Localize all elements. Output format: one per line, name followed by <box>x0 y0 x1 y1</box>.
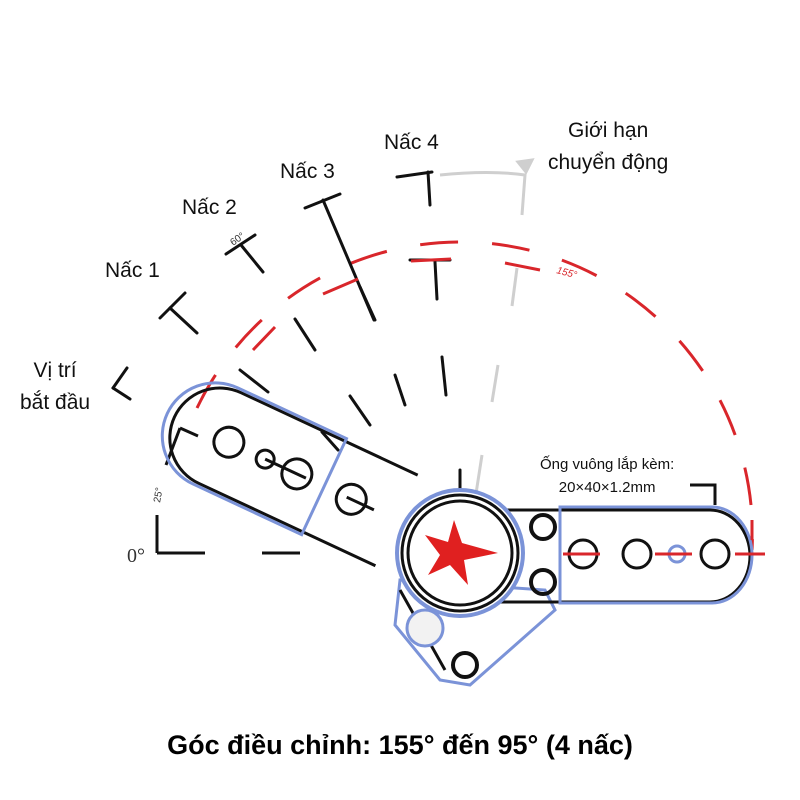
motion-limit-label: Giới hạn chuyển động <box>548 115 668 178</box>
limit-line1: Giới hạn <box>567 119 649 142</box>
start-line2: bắt đầu <box>20 390 91 414</box>
limit-line2: chuyển động <box>548 150 669 174</box>
star-icon <box>425 520 498 585</box>
angle-range-arc <box>195 240 754 551</box>
limit-ray <box>439 158 535 501</box>
tube-spec-label: Ống vuông lắp kèm: 20×40×1.2mm <box>540 453 674 500</box>
tube-line1: Ống vuông lắp kèm: <box>540 456 675 473</box>
start-position-label: Vị trí bắt đầu <box>20 355 90 418</box>
notch-red-segments <box>251 257 541 352</box>
lower-pin <box>405 608 445 648</box>
notch-markers <box>111 170 462 499</box>
notch1-label: Nấc 1 <box>105 259 160 282</box>
angle-155-label: 155° <box>555 265 578 281</box>
notch4-label: Nấc 4 <box>384 131 439 154</box>
angle-25-label: 25° <box>152 487 165 504</box>
angle-60-label: 60° <box>228 231 247 249</box>
notch2-label: Nấc 2 <box>182 196 237 219</box>
lower-link <box>393 578 557 687</box>
angle-0-label: 0° <box>127 545 145 567</box>
angle-caption: Góc điều chỉnh: 155° đến 95° (4 nấc) <box>167 730 633 760</box>
baseline-0deg <box>155 426 300 555</box>
tube-line2: 20×40×1.2mm <box>558 479 656 497</box>
start-line1: Vị trí <box>33 359 77 382</box>
fixed-tube-arm <box>500 483 765 605</box>
adjustable-arm <box>160 381 419 568</box>
pivot-hub <box>395 488 525 618</box>
notch3-label: Nấc 3 <box>280 160 335 183</box>
